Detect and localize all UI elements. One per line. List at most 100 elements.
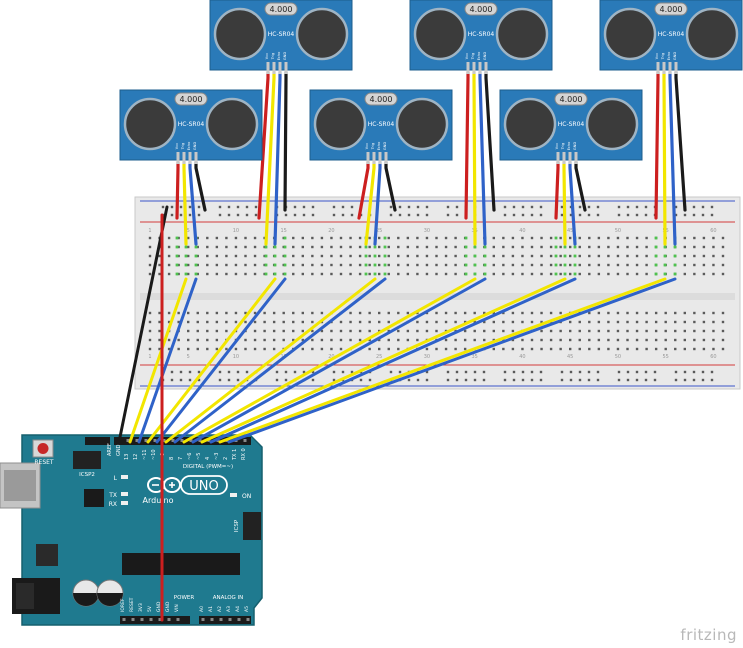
breadboard-hole <box>702 263 706 267</box>
breadboard-hole <box>339 236 343 240</box>
rail-hole <box>425 378 429 382</box>
breadboard-hole <box>463 338 467 342</box>
breadboard-hole <box>626 236 629 240</box>
connected-hole <box>373 272 377 276</box>
breadboard-hole <box>616 347 620 351</box>
breadboard-hole <box>378 263 381 267</box>
analog-pin-label: A0 <box>199 606 205 612</box>
crystal-label: 4.000 <box>470 5 493 14</box>
rail-hole <box>626 205 630 209</box>
breadboard-hole <box>626 347 629 351</box>
breadboard-hole <box>158 329 161 333</box>
breadboard-hole <box>311 347 314 351</box>
digital-pin <box>135 439 139 442</box>
breadboard-hole <box>721 338 725 342</box>
crystal <box>554 92 588 106</box>
breadboard-hole <box>473 311 476 315</box>
sensor-pin-label: GND <box>193 142 197 150</box>
column-label: 40 <box>519 228 525 234</box>
breadboard-hole <box>578 245 581 249</box>
column-label: 40 <box>519 354 525 360</box>
breadboard-hole <box>683 272 686 276</box>
breadboard-hole <box>473 320 476 324</box>
connected-hole <box>673 245 677 249</box>
rail-hole <box>596 205 600 209</box>
sensor-wire <box>464 70 470 220</box>
rail-hole <box>245 370 249 374</box>
sensor-pin-label: GND <box>383 142 387 150</box>
rail-hole <box>596 370 600 374</box>
connected-hole <box>184 254 188 258</box>
breadboard-hole <box>693 272 696 276</box>
rail-hole <box>569 370 573 374</box>
breadboard-hole <box>320 311 324 315</box>
breadboard-hole <box>549 347 553 351</box>
breadboard-hole <box>311 236 314 240</box>
main-chip <box>122 553 240 575</box>
arduino-wordmark: Arduino <box>143 496 174 505</box>
breadboard-hole <box>253 311 257 315</box>
breadboard-hole <box>588 254 591 258</box>
breadboard-hole <box>148 254 152 258</box>
breadboard-hole <box>721 236 725 240</box>
breadboard-hole <box>521 320 524 324</box>
breadboard-hole <box>244 338 247 342</box>
rail-hole <box>188 213 192 217</box>
connected-hole <box>483 263 487 267</box>
breadboard-hole <box>397 311 400 315</box>
breadboard-hole <box>578 347 581 351</box>
rail-hole <box>455 213 459 217</box>
breadboard-hole <box>473 338 476 342</box>
breadboard-hole <box>559 347 562 351</box>
column-label: 45 <box>567 354 573 360</box>
breadboard-hole <box>349 263 352 267</box>
rail-hole <box>350 370 354 374</box>
rail-hole <box>674 213 678 217</box>
sensor-pin <box>378 152 382 164</box>
breadboard-hole <box>416 338 419 342</box>
rail-hole <box>617 205 621 209</box>
breadboard-hole <box>339 272 343 276</box>
digital-pin-label: 7 <box>178 457 184 460</box>
column-label: 55 <box>663 354 669 360</box>
power-pin-label: VIN <box>174 604 180 612</box>
rail-hole <box>503 378 507 382</box>
rail-hole <box>341 205 345 209</box>
led-rx <box>121 501 128 505</box>
breadboard-hole <box>311 245 314 249</box>
rail-hole <box>503 205 507 209</box>
icsp-label: ICSP <box>234 519 240 532</box>
breadboard-hole <box>253 236 257 240</box>
rail-hole <box>179 378 183 382</box>
breadboard-hole <box>148 347 152 351</box>
crystal-label: 4.000 <box>660 5 683 14</box>
rail-hole <box>179 213 183 217</box>
rail-hole <box>674 205 678 209</box>
sensor-model-label: HC-SR04 <box>178 121 205 128</box>
connected-hole <box>184 272 188 276</box>
breadboard-hole <box>292 329 295 333</box>
breadboard-hole <box>511 329 515 333</box>
led-l <box>121 475 128 479</box>
connected-hole <box>663 254 667 258</box>
breadboard-hole <box>406 311 410 315</box>
rail-hole <box>389 370 393 374</box>
analog-pin <box>201 618 205 621</box>
breadboard-hole <box>187 263 190 267</box>
digital-pin <box>198 439 202 442</box>
rail-hole <box>407 213 411 217</box>
breadboard-hole <box>292 272 295 276</box>
breadboard-hole <box>263 311 266 315</box>
led-tx <box>121 492 128 496</box>
sensor-pin-label: Vcc <box>555 143 559 149</box>
breadboard-hole <box>597 254 601 258</box>
breadboard-hole <box>320 347 324 351</box>
breadboard-hole <box>502 263 505 267</box>
breadboard-hole <box>282 311 285 315</box>
rail-hole <box>332 378 336 382</box>
breadboard-hole <box>712 263 715 267</box>
breadboard-hole <box>397 236 400 240</box>
breadboard-hole <box>215 236 219 240</box>
breadboard-hole <box>569 254 572 258</box>
breadboard-hole <box>244 320 247 324</box>
